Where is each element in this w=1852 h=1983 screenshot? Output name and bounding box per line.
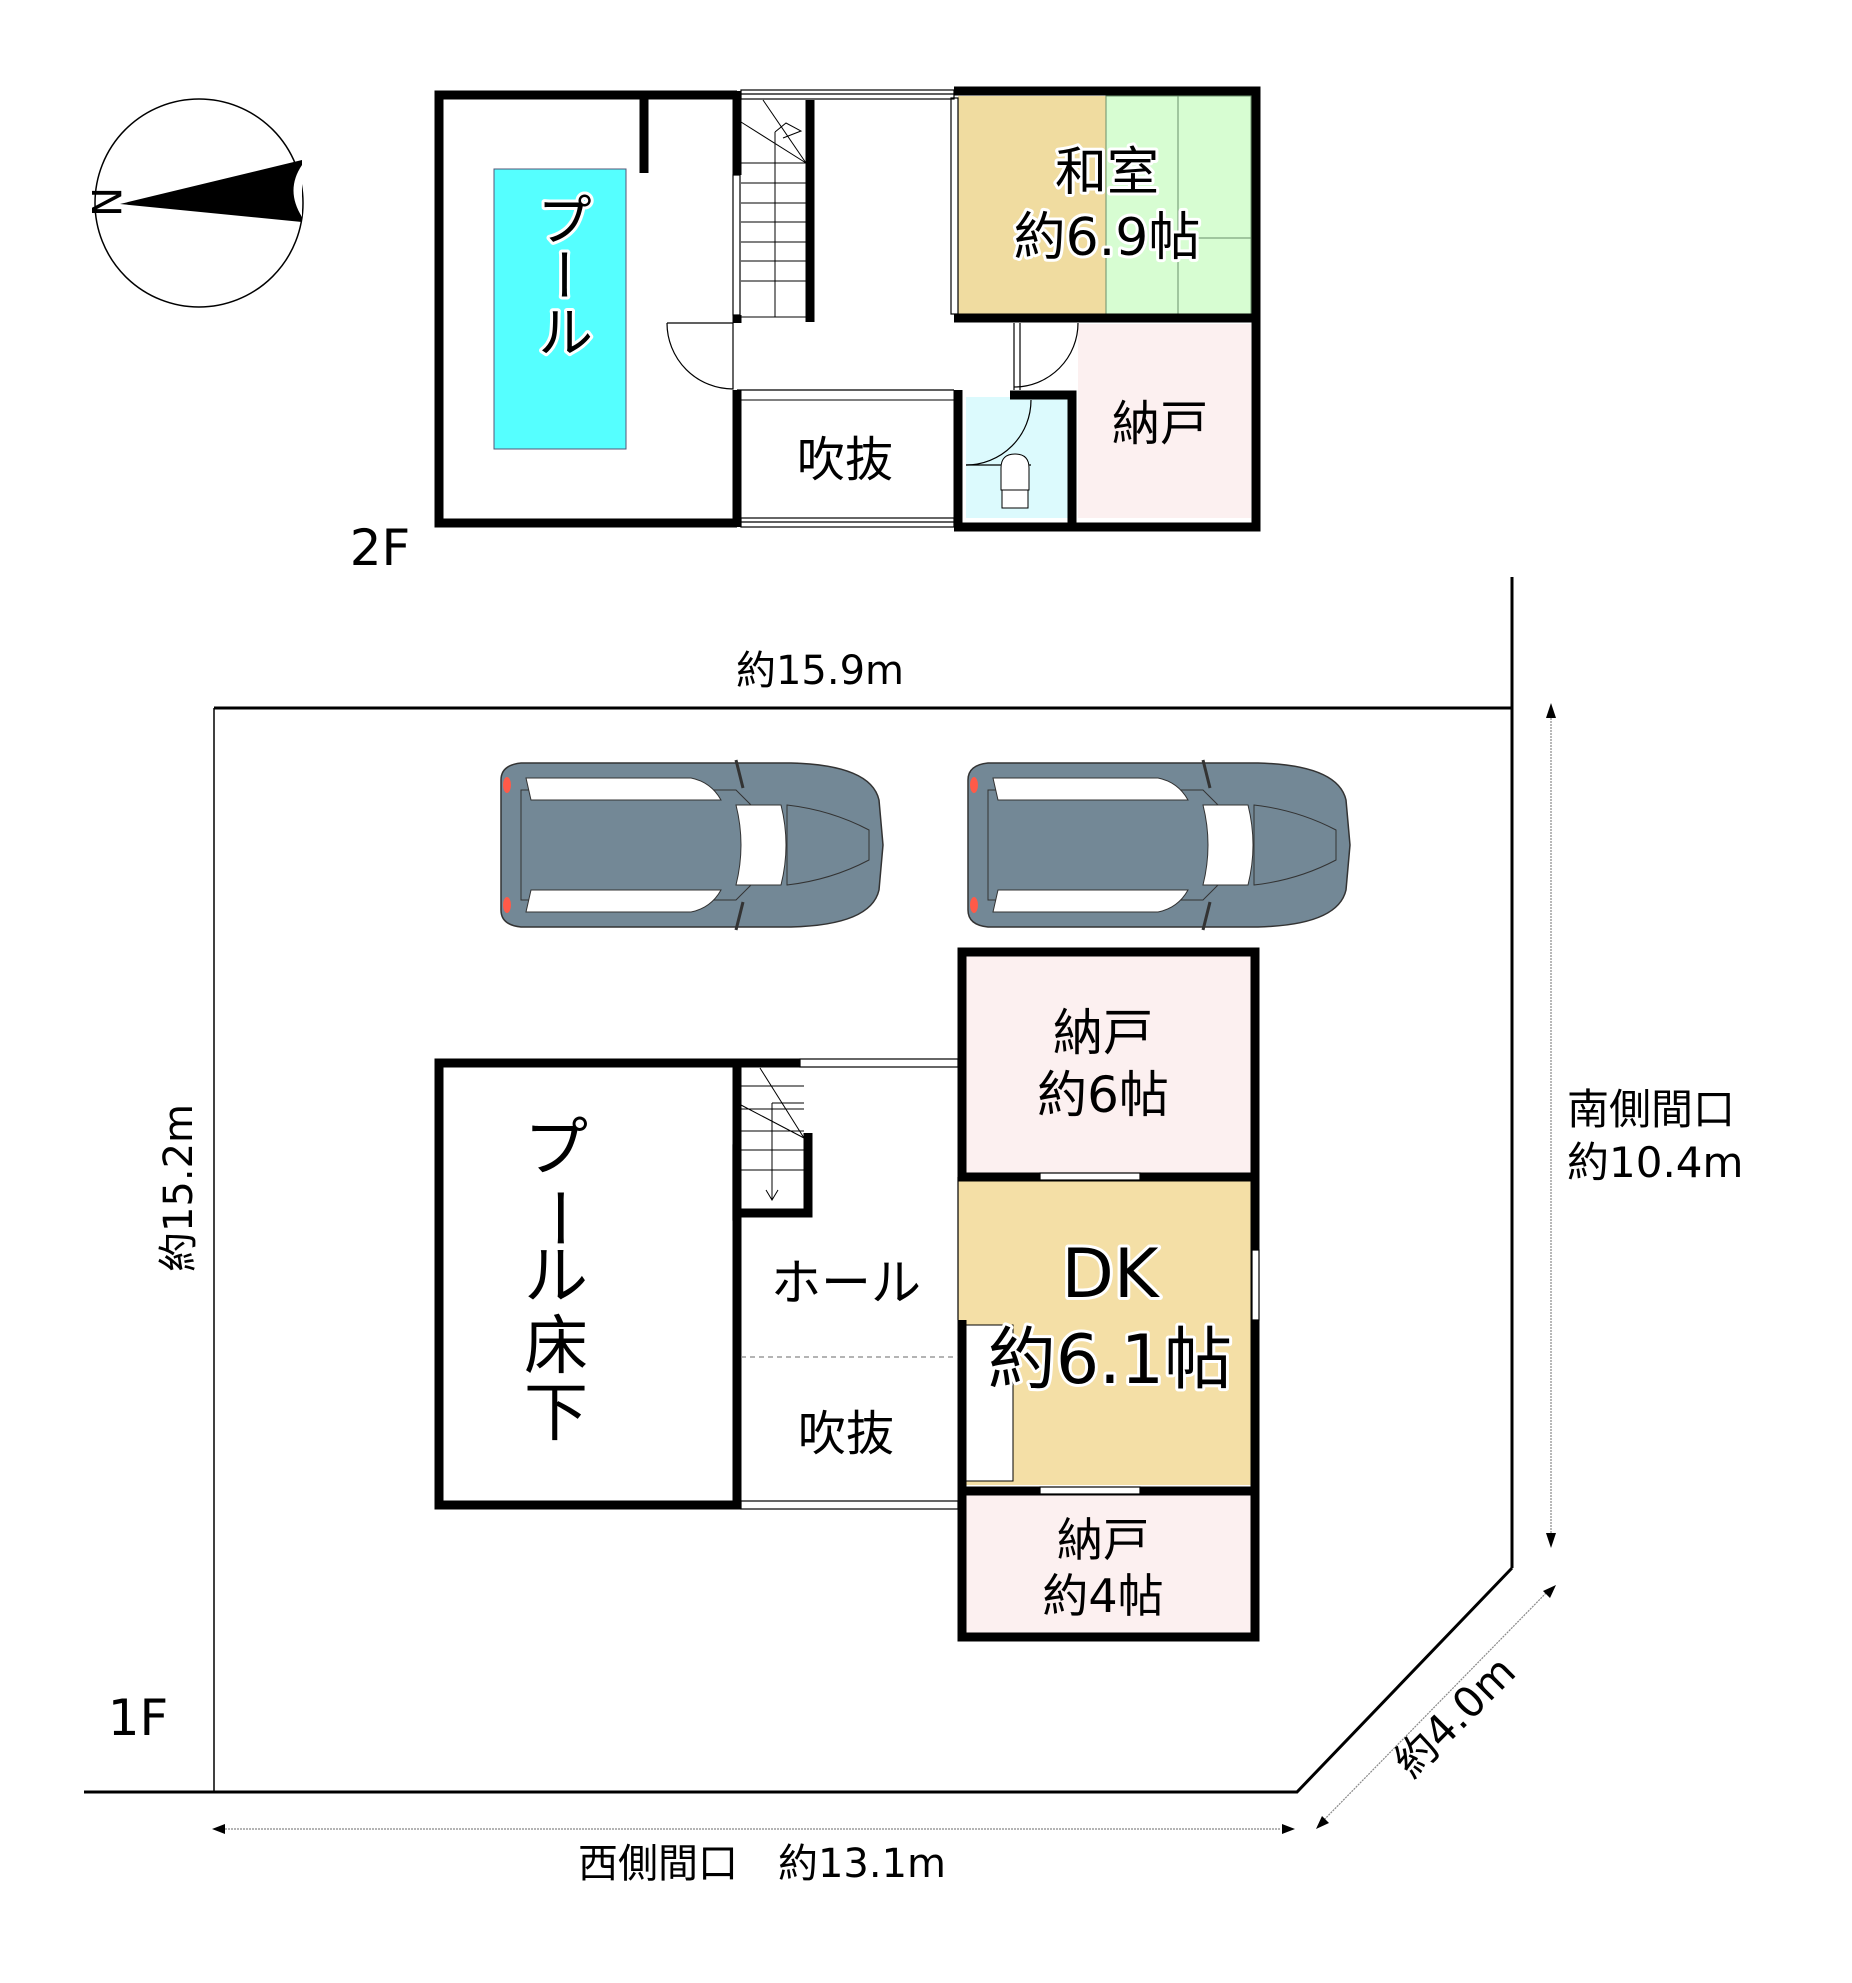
car-icon bbox=[966, 758, 1352, 932]
storage-4-fill bbox=[963, 1495, 1251, 1636]
pool-under-char: 下 bbox=[524, 1377, 588, 1451]
floor-1f: プ ー ル 床 下 ホール 吹抜 納戸 約6帖 DK 約6.1帖 納戸 約4帖 … bbox=[108, 947, 1260, 1747]
door-storage-2f[interactable] bbox=[1013, 322, 1079, 388]
pool-2f bbox=[493, 168, 627, 450]
storage-6-fill bbox=[963, 953, 1251, 1175]
void-1f-label: 吹抜 bbox=[798, 1406, 894, 1462]
pool-2f-label: プール bbox=[528, 191, 593, 359]
compass-north-label: N bbox=[82, 187, 128, 217]
stairs-1f bbox=[740, 1067, 805, 1201]
door-pool-room[interactable] bbox=[666, 322, 734, 390]
storage-6-size: 約6帖 bbox=[1037, 1066, 1169, 1124]
floor-1f-label: 1F bbox=[108, 1689, 169, 1747]
dk-label: DK bbox=[1062, 1235, 1161, 1314]
toilet-icon bbox=[1000, 453, 1030, 509]
storage-6-label: 納戸 bbox=[1053, 1004, 1153, 1062]
pool-under-char: 床 bbox=[524, 1310, 588, 1384]
pool-under-char: ル bbox=[524, 1240, 588, 1314]
dimension-diagonal: 約4.0m bbox=[1384, 1646, 1525, 1787]
washitsu-floor-left bbox=[958, 96, 1106, 314]
pool-under-char: ー bbox=[520, 1186, 594, 1250]
dimension-lines bbox=[222, 715, 1552, 1830]
stairs-2f bbox=[740, 99, 807, 318]
compass: N bbox=[82, 98, 304, 308]
compass-needle-notch bbox=[293, 165, 302, 217]
compass-needle-icon bbox=[120, 160, 302, 222]
car-icon bbox=[499, 758, 885, 932]
washitsu-size: 約6.9帖 bbox=[1014, 208, 1201, 268]
floor-2f-label: 2F bbox=[350, 519, 411, 577]
storage-2f-fill bbox=[1078, 324, 1251, 518]
dimension-right-value: 約10.4m bbox=[1567, 1138, 1743, 1187]
dimension-right-title: 南側間口 bbox=[1567, 1085, 1735, 1134]
hall-label: ホール bbox=[771, 1254, 921, 1312]
void-2f-label: 吹抜 bbox=[797, 432, 893, 488]
door-toilet[interactable] bbox=[965, 399, 1032, 466]
storage-2f-label: 納戸 bbox=[1112, 396, 1208, 452]
dimension-top: 約15.9m bbox=[736, 648, 904, 694]
dimension-bottom: 西側間口 約13.1m bbox=[578, 1841, 946, 1887]
floor-2f: プール 和室 約6.9帖 納戸 吹抜 2F bbox=[350, 86, 1261, 577]
storage-4-label: 納戸 bbox=[1057, 1513, 1149, 1567]
dimension-left: 約15.2m bbox=[156, 1104, 202, 1272]
washitsu-label: 和室 bbox=[1055, 143, 1159, 203]
site-boundary bbox=[84, 577, 1514, 1794]
storage-4-size: 約4帖 bbox=[1042, 1569, 1163, 1623]
pool-under-char: プ bbox=[524, 1112, 588, 1186]
dk-size: 約6.1帖 bbox=[988, 1321, 1232, 1400]
